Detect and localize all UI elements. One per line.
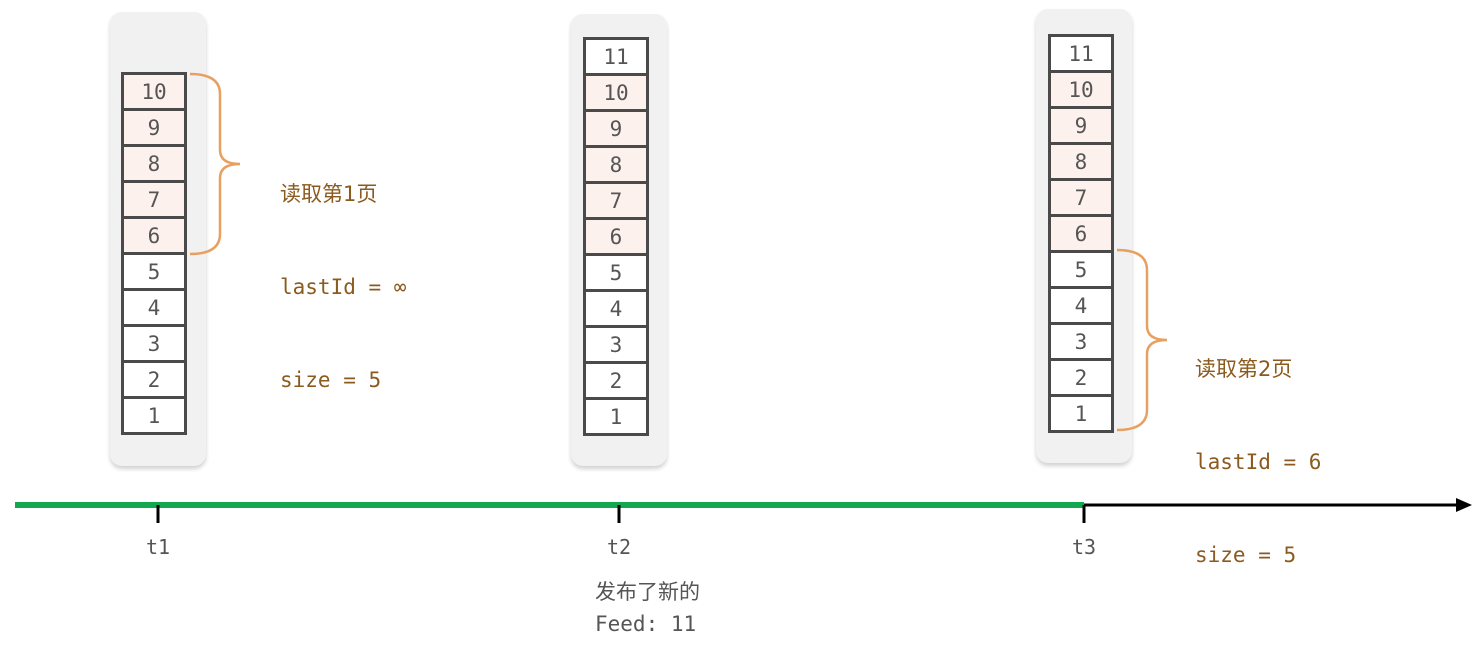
page1-annotation: 读取第1页 lastId = ∞ size = 5 [280,117,406,427]
page1-title: 读取第1页 [280,182,378,206]
feed-cell: 9 [1051,109,1111,142]
event-feed-id: Feed: 11 [595,612,697,636]
feed-cell: 2 [1051,361,1111,394]
feed-cell: 9 [124,111,184,144]
feed-cell: 4 [124,291,184,324]
page1-size: size = 5 [280,368,382,392]
page1-lastid: lastId = ∞ [280,275,407,299]
feed-cell: 3 [124,327,184,360]
tick-label-t2: t2 [606,535,632,559]
feed-cell: 2 [124,363,184,396]
page1-brace-icon [189,72,241,256]
feed-cell: 5 [124,255,184,288]
tick-label-t1: t1 [145,535,171,559]
feed-cell: 7 [586,184,646,217]
feed-cell: 8 [124,147,184,180]
page2-lastid: lastId = 6 [1195,450,1322,474]
feed-cell: 6 [586,220,646,253]
feed-cell: 7 [124,183,184,216]
feed-cell: 10 [586,76,646,109]
feed-cell: 3 [1051,325,1111,358]
feed-cell: 10 [1051,73,1111,106]
feed-cell: 2 [586,364,646,397]
page2-title: 读取第2页 [1195,357,1293,381]
feed-cell: 10 [124,75,184,108]
feed-cell: 1 [1051,397,1111,430]
feed-cell: 6 [124,219,184,252]
page2-size: size = 5 [1195,543,1297,567]
arrow-head-icon [1456,498,1472,512]
feed-cell: 4 [1051,289,1111,322]
publish-event-note: 发布了新的 Feed: 11 [595,576,700,640]
feed-cell: 11 [1051,37,1111,70]
page2-brace-icon [1116,248,1168,432]
feed-cell: 8 [586,148,646,181]
tick-label-t3: t3 [1071,535,1097,559]
feed-cell: 4 [586,292,646,325]
feed-cell: 11 [586,40,646,73]
feed-cell: 6 [1051,217,1111,250]
feed-cell: 5 [586,256,646,289]
event-title: 发布了新的 [595,580,700,604]
feed-cell: 9 [586,112,646,145]
feed-cell: 1 [586,400,646,433]
feed-cell: 3 [586,328,646,361]
page2-annotation: 读取第2页 lastId = 6 size = 5 [1195,292,1321,602]
feed-cell: 1 [124,399,184,432]
feed-cell: 5 [1051,253,1111,286]
feed-cell: 8 [1051,145,1111,178]
feed-cell: 7 [1051,181,1111,214]
